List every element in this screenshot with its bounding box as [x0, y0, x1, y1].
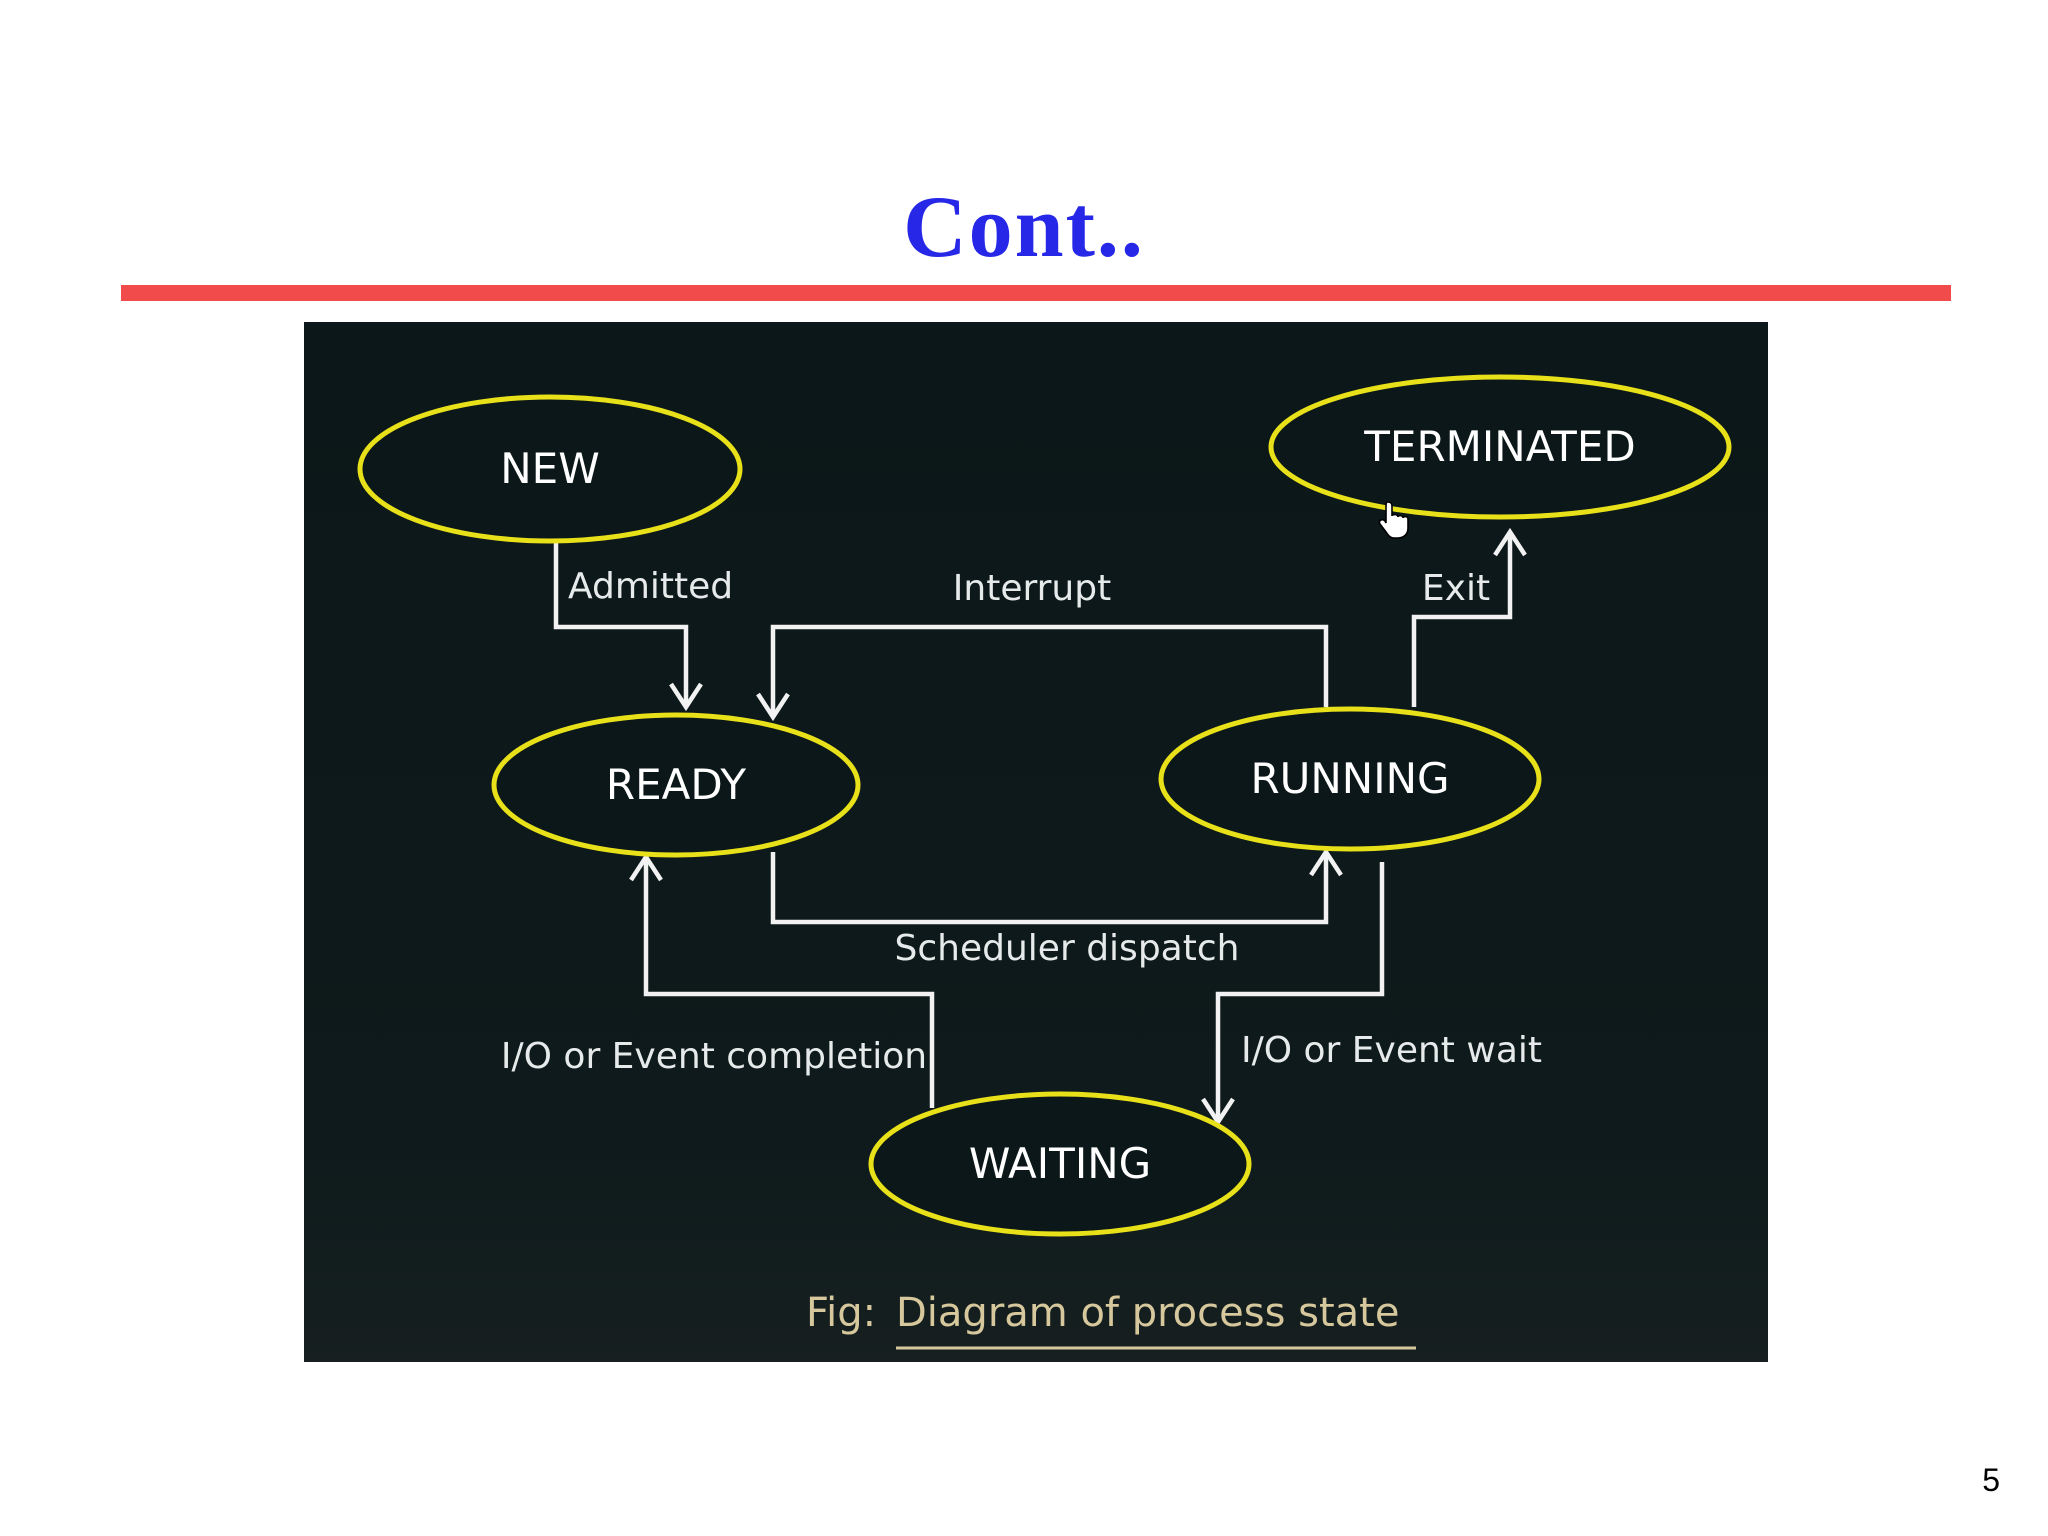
exit-arrowhead: [1493, 527, 1527, 557]
label-exit: Exit: [1422, 568, 1490, 609]
state-waiting-label: WAITING: [969, 1139, 1151, 1188]
state-waiting-oval: [868, 1091, 1252, 1237]
process-state-figure: NEW TERMINATED READY RUNNING WAITING: [304, 322, 1768, 1362]
label-io-event-wait: I/O or Event wait: [1241, 1030, 1542, 1071]
process-state-diagram: NEW TERMINATED READY RUNNING WAITING: [357, 374, 1732, 1350]
edge-io-event-wait: [1215, 862, 1385, 1122]
edge-scheduler-dispatch: [770, 852, 1329, 925]
edge-exit: [1411, 532, 1513, 707]
state-waiting: WAITING: [868, 1091, 1252, 1237]
label-io-event-completion: I/O or Event completion: [501, 1036, 927, 1077]
title-divider: [121, 285, 1951, 301]
state-new: NEW: [357, 394, 743, 544]
state-running-oval: [1158, 706, 1542, 852]
state-ready: READY: [491, 712, 861, 858]
edge-interrupt: [770, 624, 1329, 717]
edge-admitted: [553, 542, 689, 707]
state-terminated-label: TERMINATED: [1363, 422, 1635, 471]
state-terminated: TERMINATED: [1268, 374, 1732, 520]
transition-edges: [553, 527, 1527, 1127]
io-event-completion-arrowhead: [629, 852, 663, 882]
interrupt-arrowhead: [756, 692, 790, 722]
state-terminated-oval: [1268, 374, 1732, 520]
admitted-arrowhead: [669, 682, 703, 712]
figure-caption-prefix: Fig:: [806, 1290, 876, 1336]
state-running: RUNNING: [1158, 706, 1542, 852]
label-admitted: Admitted: [568, 566, 733, 607]
figure-caption: Diagram of process state: [896, 1290, 1399, 1336]
state-ready-label: READY: [606, 760, 746, 809]
state-ready-oval: [491, 712, 861, 858]
label-interrupt: Interrupt: [953, 568, 1111, 609]
label-scheduler-dispatch: Scheduler dispatch: [895, 928, 1240, 969]
edge-io-event-completion: [643, 857, 935, 1108]
states: NEW TERMINATED READY RUNNING WAITING: [357, 374, 1732, 1237]
hand-pointer-icon: [1378, 501, 1409, 539]
state-new-oval: [357, 394, 743, 544]
slide-title: Cont..: [903, 179, 1145, 276]
state-running-label: RUNNING: [1250, 754, 1449, 803]
scheduler-dispatch-arrowhead: [1309, 847, 1343, 877]
state-new-label: NEW: [500, 444, 599, 493]
page-number: 5: [1982, 1462, 2000, 1498]
io-event-wait-arrowhead: [1201, 1097, 1235, 1127]
